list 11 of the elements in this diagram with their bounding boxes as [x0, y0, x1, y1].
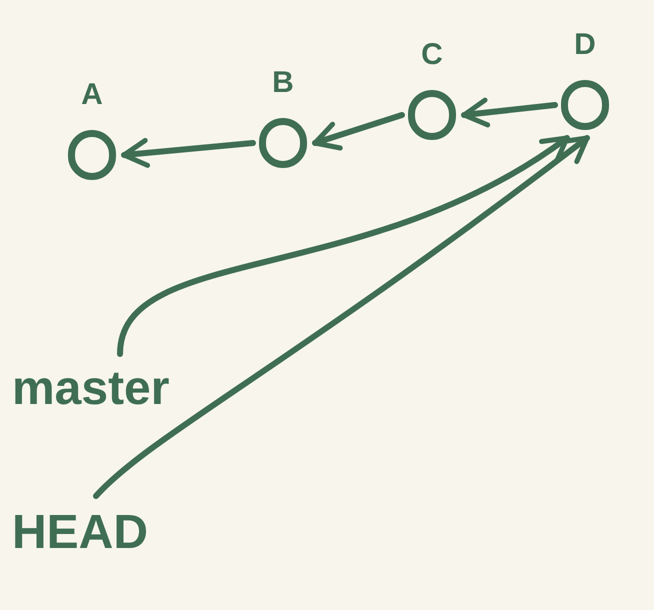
commit-label: B	[272, 68, 294, 101]
commit-label: C	[421, 40, 443, 73]
arrow	[461, 98, 558, 128]
arrow	[93, 135, 590, 499]
arrow	[117, 135, 570, 357]
arrow	[312, 112, 405, 150]
commit-label: A	[81, 80, 103, 113]
commit-label: D	[574, 30, 596, 63]
arrow	[121, 138, 256, 168]
branch-label: master	[12, 365, 170, 413]
branch-label: HEAD	[12, 509, 148, 557]
